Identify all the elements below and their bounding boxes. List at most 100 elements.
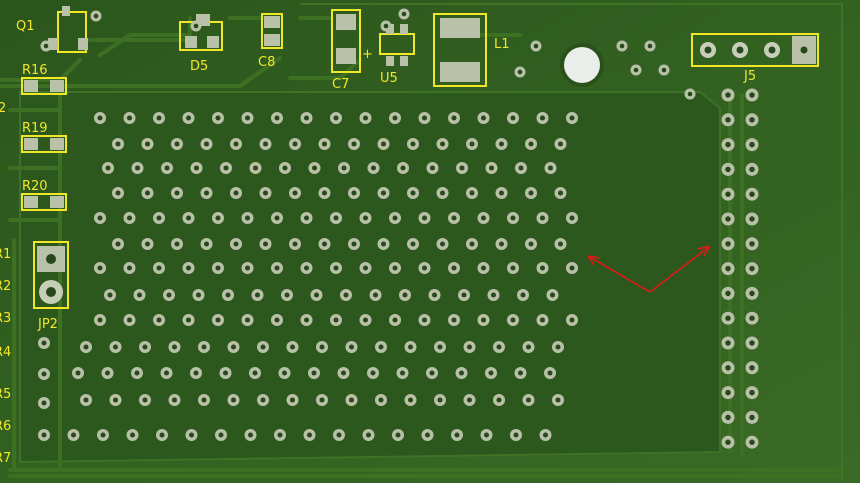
perf-via (552, 341, 564, 353)
label-plus: + (362, 47, 373, 62)
header-pin (721, 386, 735, 400)
perf-via (153, 212, 165, 224)
perf-via (418, 212, 431, 224)
header-pin (745, 212, 759, 226)
via (90, 10, 102, 22)
resistor-r19: R19 (21, 121, 67, 153)
via (684, 88, 696, 100)
perf-via (182, 314, 195, 326)
perf-via (200, 238, 213, 250)
perf-via (340, 289, 352, 301)
perf-via (123, 212, 136, 224)
via (658, 64, 670, 76)
arrow-right (649, 245, 711, 293)
perf-via (101, 367, 114, 379)
component-c8: C8 (258, 13, 283, 70)
perf-via (171, 238, 183, 250)
perf-via (259, 238, 272, 250)
perf-via (190, 162, 203, 174)
perf-via (249, 367, 261, 379)
perf-via (168, 394, 181, 406)
perf-via (515, 162, 527, 174)
perf-via (156, 429, 168, 441)
perf-via (418, 112, 431, 124)
perf-via (359, 262, 372, 274)
perf-via (200, 187, 213, 199)
label-j5: J5 (743, 69, 756, 84)
perf-via (94, 112, 106, 124)
perf-via (230, 238, 242, 250)
perf-via (477, 262, 490, 274)
label-r5: R5 (0, 387, 11, 402)
perf-via (434, 341, 446, 353)
perf-via (259, 187, 272, 199)
perf-via (495, 187, 508, 199)
perf-via (153, 262, 165, 274)
perf-via (451, 429, 463, 441)
header-pin (745, 435, 759, 449)
header-pin (721, 286, 735, 300)
perf-via (141, 187, 154, 199)
perf-via (316, 341, 328, 353)
perf-via (212, 314, 224, 326)
perf-via (377, 138, 390, 150)
perf-via (389, 212, 401, 224)
perf-via (200, 138, 213, 150)
perf-via (168, 341, 181, 353)
perf-via (507, 262, 519, 274)
perf-via (434, 394, 446, 406)
label-r2: R2 (0, 279, 11, 294)
perf-via (566, 314, 578, 326)
perf-via (466, 138, 478, 150)
perf-via (507, 212, 519, 224)
perf-via (455, 367, 468, 379)
perf-via (300, 262, 313, 274)
label-r7: R7 (0, 451, 11, 466)
perf-via (259, 138, 272, 150)
header-pin (721, 410, 735, 424)
perf-via (448, 314, 460, 326)
perf-via (67, 429, 80, 441)
header-pin (745, 386, 759, 400)
perf-via (552, 394, 564, 406)
perf-via (271, 112, 283, 124)
perf-via (493, 394, 505, 406)
perf-via (536, 262, 549, 274)
perf-via (80, 341, 92, 353)
perf-via (160, 367, 173, 379)
perf-via (397, 162, 409, 174)
perf-via (303, 429, 316, 441)
perf-via (436, 138, 449, 150)
perf-via (522, 394, 535, 406)
perf-via (271, 314, 283, 326)
label-cut-2: 2 (0, 101, 6, 116)
label-r4: R4 (0, 345, 11, 360)
perf-via (281, 289, 293, 301)
perf-via (514, 367, 527, 379)
label-r20: R20 (22, 179, 48, 194)
perf-via (227, 394, 240, 406)
perf-via (222, 289, 234, 301)
perf-via (104, 289, 116, 301)
perf-via (359, 212, 372, 224)
perf-via (198, 394, 210, 406)
perf-via (102, 162, 114, 174)
perf-via (418, 262, 431, 274)
label-d5: D5 (190, 59, 208, 74)
perf-via (396, 367, 409, 379)
perf-via (348, 238, 360, 250)
perf-via (192, 289, 205, 301)
perf-via (72, 367, 84, 379)
header-pin (745, 410, 759, 424)
header-pin (721, 262, 735, 276)
perf-via (271, 262, 283, 274)
perf-via (289, 238, 301, 250)
perf-via (418, 314, 431, 326)
perf-via (215, 429, 227, 441)
perf-via (109, 394, 122, 406)
perf-via (546, 289, 559, 301)
label-jp2: JP2 (37, 317, 58, 332)
via (630, 64, 642, 76)
perf-via (448, 112, 460, 124)
